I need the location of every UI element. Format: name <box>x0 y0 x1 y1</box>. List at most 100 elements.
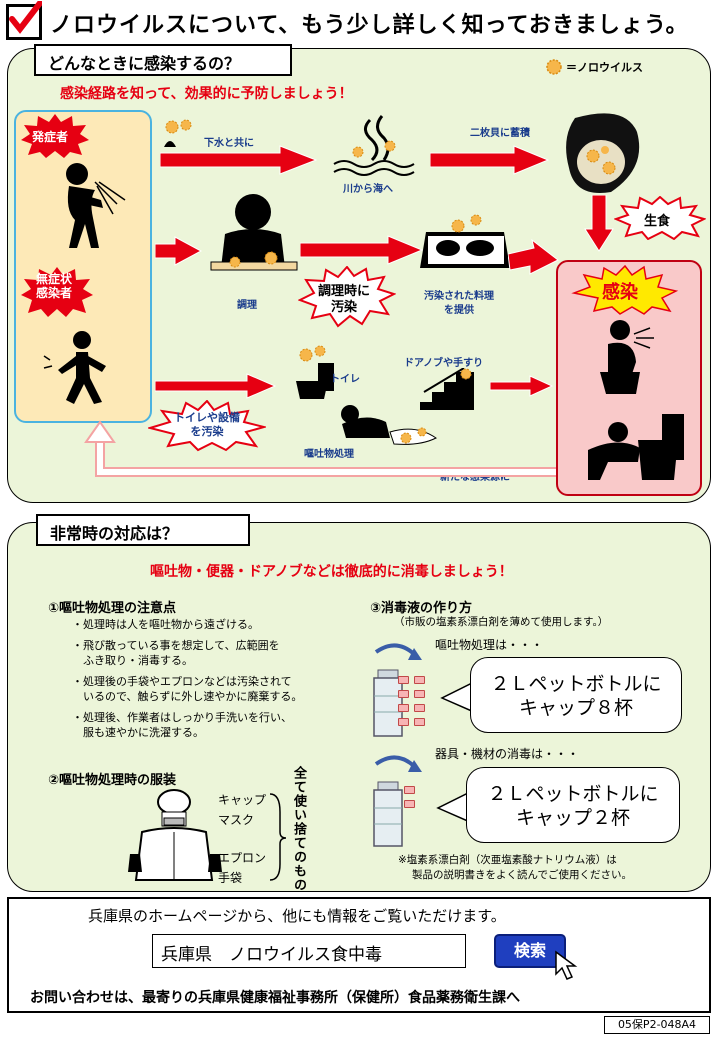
cap-icon <box>398 676 409 684</box>
raw-burst <box>614 196 706 240</box>
bubble-tail <box>440 681 474 713</box>
footnote-line-2: 製品の説明書きをよく読んでご使用ください。 <box>412 869 632 881</box>
clothing-list: キャップ マスク エプロン 手袋 <box>218 790 266 888</box>
section1-heading: どんなときに感染するの？ <box>34 44 292 76</box>
stairs-icon <box>420 368 474 410</box>
cap-icon <box>398 690 409 698</box>
clothing-note: 全て使い捨てのもの <box>291 766 306 892</box>
vomit-label: 嘔吐物処理 <box>304 449 354 460</box>
equip-case-label: 器具・機材の消毒は・・・ <box>435 747 580 761</box>
norovirus-icon <box>546 59 562 75</box>
oyster-label: 二枚貝に蓄積 <box>470 128 530 139</box>
arrow-to-oyster <box>430 145 550 175</box>
oyster-icon <box>566 113 640 193</box>
cap-icon <box>414 718 425 726</box>
arrow-toilet-to-infection <box>490 375 554 397</box>
legend-label: ＝ノロウイルス <box>566 61 643 74</box>
point3-title: ③消毒液の作り方 <box>370 601 473 616</box>
vomiting-person-icon <box>66 163 126 248</box>
toilet-label: トイレ <box>330 374 360 385</box>
point1-item: ・処理時は人を嘔吐物から遠ざける。 <box>72 618 259 631</box>
point2-title: ②嘔吐物処理時の服装 <box>48 773 177 788</box>
clothing-cap: キャップ <box>218 793 267 807</box>
virus-cluster-icon <box>165 119 192 134</box>
clothing-mask: マスク <box>218 813 255 827</box>
sewage-label: 下水と共に <box>204 138 254 149</box>
toilet-sick-person-icon <box>600 320 654 394</box>
contaminated-food-icon <box>420 214 510 268</box>
new-source-label: 新たな感染源に <box>440 472 510 483</box>
protective-clothing-icon <box>128 789 222 881</box>
cap-icon <box>404 800 415 808</box>
info-text: 兵庫県のホームページから、他にも情報をご覧いただけます。 <box>88 907 506 925</box>
cooking-label: 調理 <box>237 300 257 311</box>
footnote-line-1: ※塩素系漂白剤（次亜塩素酸ナトリウム液）は <box>398 854 617 866</box>
point1-list: ・処理時は人を嘔吐物から遠ざける。 ・飛び散っている事を想定して、広範囲を ふき… <box>72 617 362 740</box>
cap-icon <box>404 786 415 794</box>
clothing-brace <box>269 793 287 881</box>
vomit-cleanup-icon <box>341 405 437 445</box>
arrow-to-river <box>160 145 318 175</box>
bubble-tail <box>436 791 470 823</box>
river-label: 川から海へ <box>343 184 393 195</box>
point1-title: ①嘔吐物処理の注意点 <box>48 601 177 616</box>
section2-heading: 非常時の対応は？ <box>36 514 250 546</box>
carrier-label: 無症状 感染者 <box>36 272 73 300</box>
legend: ＝ノロウイルス <box>545 58 643 76</box>
doorknob-label: ドアノブや手すり <box>404 358 484 369</box>
infection-burst <box>571 265 679 315</box>
vomit-case-label: 嘔吐物処理は・・・ <box>435 638 544 652</box>
carrier-burst <box>21 267 93 317</box>
bottle-8-caps-icon <box>373 643 422 737</box>
bottle-2-caps-icon <box>373 755 422 847</box>
return-arrow <box>84 420 556 477</box>
arrow-food-to-infection <box>508 238 559 275</box>
page-title: ノロウイルスについて、もう少し詳しく知っておきましょう。 <box>50 13 689 38</box>
waste-icon <box>164 141 176 147</box>
search-button[interactable]: 検索 <box>494 934 566 968</box>
section2-subheading: 嘔吐物・便器・ドアノブなどは徹底的に消毒しましょう！ <box>150 564 513 580</box>
infected-label: 発症者 <box>32 130 69 144</box>
title-bar: ノロウイルスについて、もう少し詳しく知っておきましょう。 <box>6 1 714 40</box>
arrow-to-toilet <box>155 373 277 399</box>
river-icon <box>333 115 415 176</box>
pointer-cursor-icon <box>555 950 578 980</box>
point3-note: （市販の塩素系漂白剤を薄めて使用します。） <box>394 616 609 628</box>
arrow-to-food <box>300 235 424 265</box>
cap-icon <box>414 704 425 712</box>
cap-icon <box>398 718 409 726</box>
arrow-to-cooking <box>155 236 203 266</box>
checkmark-icon <box>6 1 42 40</box>
point1-item: ・処理後、作業者はしっかり手洗いを行い、 <box>72 711 292 724</box>
cooking-burst <box>298 266 396 328</box>
point1-item: 服も速やかに洗濯する。 <box>72 726 204 739</box>
clothing-gloves: 手袋 <box>218 871 243 885</box>
point1-item: ふき取り・消毒する。 <box>72 654 193 667</box>
equip-bubble: ２Ｌペットボトルに キャップ２杯 <box>466 767 680 843</box>
toilet-burst-label: トイレや設備 を汚染 <box>174 411 240 438</box>
point1-item: ・処理後の手袋やエプロンなどは汚染されて <box>72 675 292 688</box>
arrow-down-to-infection <box>584 195 614 252</box>
cap-icon <box>414 690 425 698</box>
toilet-burst <box>148 400 266 452</box>
toilet-icon <box>296 345 334 399</box>
point1-item: いるので、触らずに外し速やかに廃棄する。 <box>72 690 303 703</box>
cooking-burst-label: 調理時に 汚染 <box>318 284 371 315</box>
footnote: ※塩素系漂白剤（次亜塩素酸ナトリウム液）は 製品の説明書きをよく読んでご使用くだ… <box>398 853 632 883</box>
food-label: 汚染された料理 を提供 <box>424 291 494 316</box>
raw-label: 生食 <box>644 214 671 229</box>
vomiting-toilet-icon <box>588 414 684 480</box>
cooking-person-icon <box>210 194 298 271</box>
cap-icon <box>398 704 409 712</box>
running-person-icon <box>43 331 106 404</box>
infection-label: 感染 <box>602 282 638 303</box>
infected-burst <box>21 114 89 158</box>
document-code: 05保P2-048A4 <box>604 1016 710 1034</box>
section1-subheading: 感染経路を知って、効果的に予防しましょう！ <box>60 86 353 102</box>
cap-icon <box>414 676 425 684</box>
search-input[interactable]: 兵庫県 ノロウイルス食中毒 <box>152 934 466 968</box>
vomit-bubble: ２Ｌペットボトルに キャップ８杯 <box>470 657 682 733</box>
contact-text: お問い合わせは、最寄りの兵庫県健康福祉事務所（保健所）食品薬務衛生課へ <box>30 990 520 1006</box>
point1-item: ・飛び散っている事を想定して、広範囲を <box>72 639 280 652</box>
clothing-apron: エプロン <box>218 851 267 865</box>
